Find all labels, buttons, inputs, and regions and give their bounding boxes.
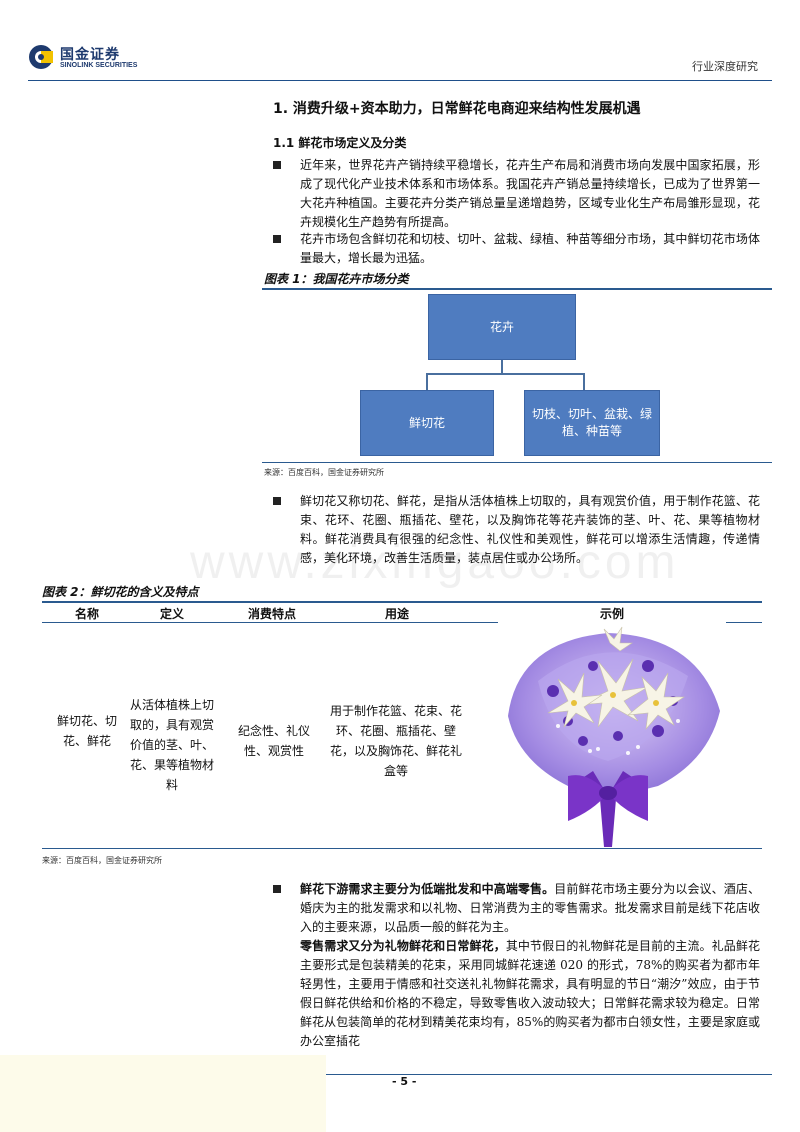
logo-chinese-name: 国金证券 xyxy=(60,47,120,63)
node-others-label: 切枝、切叶、盆栽、绿植、种苗等 xyxy=(531,407,652,438)
bullet-icon xyxy=(273,885,281,893)
subsection-heading: 1.1 鲜花市场定义及分类 xyxy=(273,136,407,150)
diagram-connector xyxy=(583,373,585,390)
col-header-usage: 用途 xyxy=(384,607,409,621)
bullet-icon xyxy=(273,235,281,243)
watermark: www.zixingaoo.com xyxy=(190,536,680,589)
page-header: 国金证券 SINOLINK SECURITIES 行业深度研究 xyxy=(0,0,800,82)
page-number: - 5 - xyxy=(392,1075,417,1088)
section-heading: 1. 消费升级+资本助力，日常鲜花电商迎来结构性发展机遇 xyxy=(273,101,641,117)
report-type: 行业深度研究 xyxy=(692,60,758,73)
paragraph-retail-demand: 零售需求又分为礼物鲜花和日常鲜花，其中节假日的礼物鲜花是目前的主流。礼品鲜花主要… xyxy=(300,937,760,1051)
header-divider xyxy=(28,80,772,81)
logo-english-name: SINOLINK SECURITIES xyxy=(60,62,138,69)
figure1-rule xyxy=(262,288,772,290)
paragraph-demand-split-body: 目前鲜花市场主要分为以会议、酒店、婚庆为主的批发需求和以礼物、日常消费为主的零售… xyxy=(300,882,760,934)
sinolink-logo-icon xyxy=(29,45,53,69)
diagram-node-fresh-cut: 鲜切花 xyxy=(360,390,494,456)
paragraph-definition: 鲜切花又称切花、鲜花，是指从活体植株上切取的，具有观赏价值，用于制作花篮、花束、… xyxy=(300,494,760,565)
figure1-source: 来源：百度百科，国金证券研究所 xyxy=(264,468,384,477)
table-bottom-rule xyxy=(42,848,762,849)
diagram-connector xyxy=(501,360,503,374)
figure1-bottom-rule xyxy=(262,462,772,463)
diagram-root-node: 花卉 xyxy=(428,294,576,360)
cell-definition: 从活体植株上切取的，具有观赏价值的茎、叶、花、果等植物材料 xyxy=(129,698,214,792)
table-header-row: 名称 定义 消费特点 用途 示例 xyxy=(42,603,762,623)
col-header-name: 名称 xyxy=(74,607,99,621)
paragraph-retail-demand-lead: 零售需求又分为礼物鲜花和日常鲜花， xyxy=(300,939,506,953)
diagram-node-others: 切枝、切叶、盆栽、绿植、种苗等 xyxy=(524,390,660,456)
col-header-definition: 定义 xyxy=(159,607,184,621)
flower-bouquet-image xyxy=(498,621,726,847)
root-node-label: 花卉 xyxy=(489,319,514,334)
figure1-title: 图表 1：我国花卉市场分类 xyxy=(264,272,409,286)
cell-name: 鲜切花、切花、鲜花 xyxy=(56,714,117,748)
figure2-rule xyxy=(42,601,762,603)
footer-divider xyxy=(326,1074,772,1075)
diagram-connector xyxy=(426,373,585,375)
paragraph-demand-split-lead: 鲜花下游需求主要分为低端批发和中高端零售。 xyxy=(300,882,555,896)
col-header-example: 示例 xyxy=(599,607,624,621)
paragraph-market-segments: 花卉市场包含鲜切花和切枝、切叶、盆栽、绿植、种苗等细分市场，其中鲜切花市场体量最… xyxy=(300,232,760,265)
cell-usage: 用于制作花篮、花束、花环、花圈、瓶插花、壁花，以及胸饰花、鲜花礼盒等 xyxy=(330,704,463,778)
diagram-connector xyxy=(426,373,428,390)
col-header-features: 消费特点 xyxy=(247,607,296,621)
paragraph-market-growth: 近年来，世界花卉产销持续平稳增长，花卉生产布局和消费市场向发展中国家拓展，形成了… xyxy=(300,158,760,229)
paragraph-retail-demand-body: 其中节假日的礼物鲜花是目前的主流。礼品鲜花主要形式是包装精美的花束，采用同城鲜花… xyxy=(300,939,760,1048)
cell-features: 纪念性、礼仪性、观赏性 xyxy=(237,724,310,758)
node-fresh-cut-label: 鲜切花 xyxy=(408,415,445,430)
figure2-source: 来源：百度百科，国金证券研究所 xyxy=(42,856,162,865)
fresh-cut-table: 名称 定义 消费特点 用途 示例 鲜切花、切花、鲜花 从活体植株上切取的，具有观… xyxy=(42,603,762,849)
bullet-icon xyxy=(273,497,281,505)
flower-market-diagram: 花卉 鲜切花 切枝、切叶、盆栽、绿植、种苗等 xyxy=(262,290,772,460)
bullet-icon xyxy=(273,161,281,169)
corner-block xyxy=(0,1055,326,1132)
paragraph-demand-split: 鲜花下游需求主要分为低端批发和中高端零售。目前鲜花市场主要分为以会议、酒店、婚庆… xyxy=(300,880,760,937)
company-logo: 国金证券 SINOLINK SECURITIES xyxy=(28,44,148,74)
figure2-title: 图表 2：鲜切花的含义及特点 xyxy=(42,585,199,599)
